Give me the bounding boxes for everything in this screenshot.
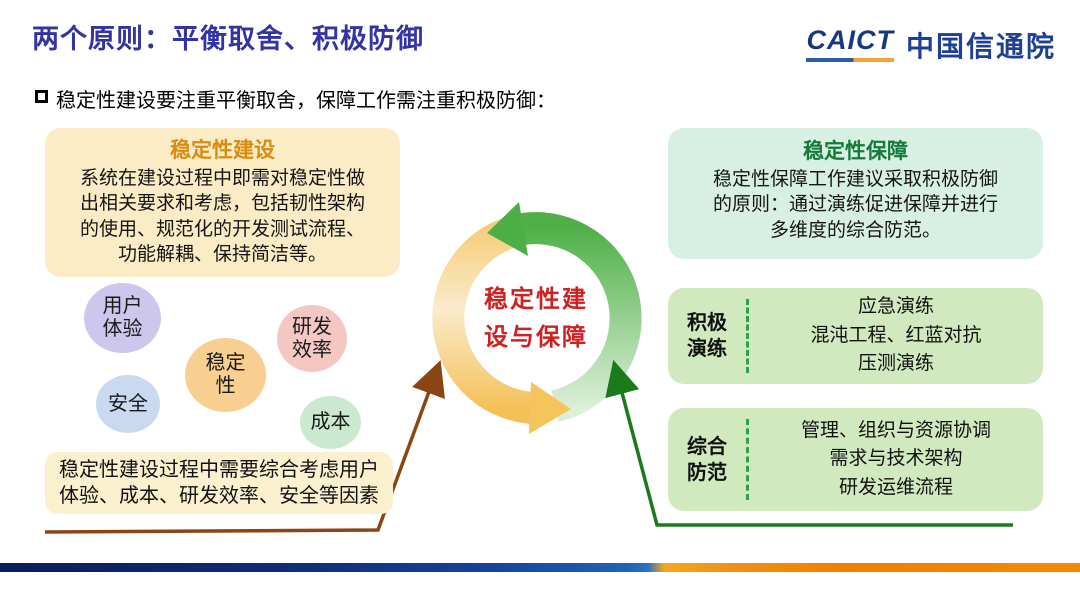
footer-accent-bar (0, 563, 1080, 572)
construction-box: 稳定性建设 系统在建设过程中即需对稳定性做 出相关要求和考虑，包括韧性架构 的使… (45, 128, 400, 277)
bubble-cost: 成本 (300, 396, 361, 449)
assurance-box-body: 稳定性保障工作建议采取积极防御 的原则：通过演练促进保障并进行 多维度的综合防范… (712, 169, 998, 241)
cycle-center-label: 稳定性建 设与保障 (484, 286, 588, 352)
defense-box-label: 综合 防范 (687, 435, 727, 484)
assurance-box-title: 稳定性保障 (803, 140, 908, 163)
defense-dashed-divider (746, 419, 749, 500)
construction-box-body: 系统在建设过程中即需对稳定性做 出相关要求和考虑，包括韧性架构 的使用、规范化的… (79, 168, 365, 265)
drill-box-items: 应急演练 混沌工程、红蓝对抗 压测演练 (810, 296, 982, 375)
logo-underline-bar (806, 58, 894, 62)
drill-dashed-divider (746, 298, 749, 374)
construction-box-title: 稳定性建设 (170, 139, 275, 162)
cycle-yellow-arrowhead-icon (529, 382, 571, 434)
defense-box: 综合 防范 管理、组织与资源协调 需求与技术架构 研发运维流程 (668, 408, 1043, 511)
cycle-green-arrowhead-icon (487, 202, 528, 256)
bubble-user-experience: 用户 体验 (84, 283, 161, 353)
key-statement-text: 稳定性建设要注重平衡取舍，保障工作需注重积极防御： (56, 90, 556, 112)
drill-box-label: 积极 演练 (687, 312, 727, 360)
caict-logo: CAICT 中国信通院 (806, 25, 1056, 65)
caict-logo-cn: 中国信通院 (905, 31, 1056, 62)
bubble-rd-efficiency: 研发 效率 (277, 305, 347, 372)
assurance-box: 稳定性保障 稳定性保障工作建议采取积极防御 的原则：通过演练促进保障并进行 多维… (668, 128, 1043, 259)
page-title: 两个原则：平衡取舍、积极防御 (32, 24, 424, 54)
caict-logo-en-block: CAICT (806, 25, 894, 62)
defense-box-items: 管理、组织与资源协调 需求与技术架构 研发运维流程 (800, 419, 991, 498)
square-bullet-icon (35, 90, 48, 103)
bubble-stability: 稳定 性 (185, 338, 266, 412)
caict-logo-text: CAICT (806, 25, 894, 55)
bubble-safety: 安全 (96, 375, 160, 433)
drill-box: 积极 演练 应急演练 混沌工程、红蓝对抗 压测演练 (668, 288, 1043, 384)
key-statement: 稳定性建设要注重平衡取舍，保障工作需注重积极防御： (35, 84, 556, 113)
construction-note-box: 稳定性建设过程中需要综合考虑用户 体验、成本、研发效率、安全等因素 (45, 452, 393, 514)
